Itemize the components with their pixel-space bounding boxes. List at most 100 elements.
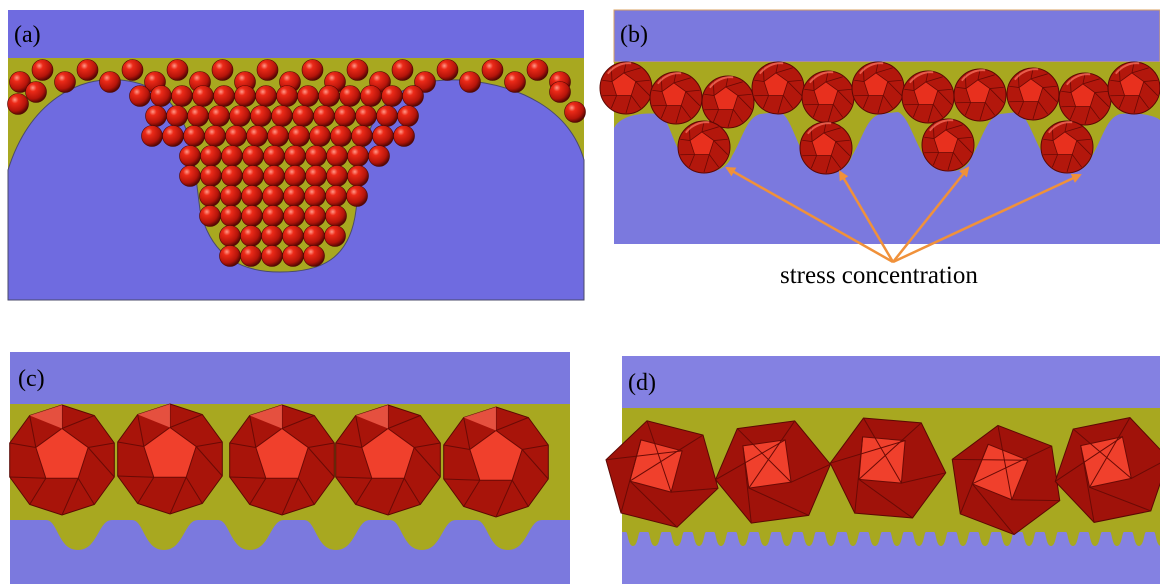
- panel-d: (d): [605, 356, 1160, 584]
- sphere-particle: [234, 85, 256, 107]
- sphere-particle: [381, 85, 403, 107]
- sphere-particle: [9, 71, 31, 93]
- sphere-particle: [301, 59, 324, 81]
- truncated-icosahedron-particle: [799, 121, 853, 175]
- truncated-icosahedron-particle: [599, 61, 653, 115]
- icosahedron-particle: [443, 406, 549, 518]
- truncated-icosahedron-particle: [901, 70, 955, 124]
- truncated-icosahedron-particle: [851, 61, 905, 115]
- sphere-particle: [368, 145, 390, 167]
- sphere-particle: [549, 81, 571, 103]
- sphere-particle: [282, 245, 304, 267]
- sphere-particle: [326, 165, 348, 187]
- sphere-particle: [526, 59, 549, 81]
- sphere-particle: [564, 101, 586, 123]
- sphere-particle: [313, 105, 335, 127]
- sphere-particle: [276, 85, 298, 107]
- sphere-particle: [481, 59, 504, 81]
- sphere-particle: [325, 185, 347, 207]
- sphere-particle: [504, 71, 526, 93]
- sphere-particle: [255, 85, 277, 107]
- sphere-particle: [179, 165, 201, 187]
- sphere-particle: [121, 59, 144, 81]
- icosahedron-particle: [9, 404, 115, 516]
- octahedron-particle: [1054, 417, 1160, 523]
- sphere-particle: [76, 59, 99, 81]
- truncated-icosahedron-particle: [953, 68, 1007, 122]
- panel-b-label: (b): [620, 22, 648, 48]
- sphere-particle: [325, 205, 347, 227]
- sphere-particle: [262, 185, 284, 207]
- panel-b: stress concentration (b): [599, 9, 1160, 289]
- sphere-particle: [187, 105, 209, 127]
- sphere-particle: [393, 125, 415, 147]
- sphere-particle: [213, 85, 235, 107]
- sphere-particle: [256, 59, 279, 81]
- stress-arrow-4: [892, 173, 1082, 264]
- sphere-particle: [318, 85, 340, 107]
- sphere-particle: [261, 245, 283, 267]
- sphere-particle: [99, 71, 121, 93]
- sphere-particle: [292, 105, 314, 127]
- sphere-particle: [376, 105, 398, 127]
- sphere-particle: [211, 59, 234, 81]
- sphere-particle: [240, 245, 262, 267]
- sphere-particle: [283, 185, 305, 207]
- sphere-particle: [166, 105, 188, 127]
- panel-a-spheres: [7, 59, 586, 267]
- sphere-particle: [192, 85, 214, 107]
- sphere-particle: [397, 105, 419, 127]
- sphere-particle: [284, 145, 306, 167]
- panel-c-particles: [9, 403, 549, 518]
- panel-a-top-substrate: [8, 10, 584, 58]
- stress-arrows: [725, 166, 1082, 264]
- panel-b-particles: [599, 61, 1160, 175]
- sphere-particle: [297, 85, 319, 107]
- sphere-particle: [330, 125, 352, 147]
- sphere-particle: [166, 59, 189, 81]
- sphere-particle: [162, 125, 184, 147]
- octahedron-particle: [605, 420, 719, 528]
- sphere-particle: [372, 125, 394, 147]
- sphere-particle: [305, 145, 327, 167]
- sphere-particle: [241, 205, 263, 227]
- panel-d-bottom-substrate: [622, 532, 1160, 584]
- sphere-particle: [402, 85, 424, 107]
- octahedron-particle: [714, 420, 832, 524]
- sphere-particle: [199, 185, 221, 207]
- sphere-particle: [199, 205, 221, 227]
- truncated-icosahedron-particle: [1107, 61, 1160, 115]
- icosahedron-particle: [117, 403, 223, 515]
- panel-a-label: (a): [14, 22, 41, 48]
- sphere-particle: [219, 245, 241, 267]
- sphere-particle: [309, 125, 331, 147]
- octahedron-particle: [951, 424, 1061, 536]
- sphere-particle: [355, 105, 377, 127]
- sphere-particle: [221, 165, 243, 187]
- octahedron-particle: [829, 417, 947, 519]
- sphere-particle: [208, 105, 230, 127]
- sphere-particle: [288, 125, 310, 147]
- panel-d-label: (d): [628, 370, 656, 396]
- sphere-particle: [242, 165, 264, 187]
- sphere-particle: [31, 59, 54, 81]
- stress-arrow-3: [892, 166, 970, 263]
- sphere-particle: [262, 205, 284, 227]
- sphere-particle: [7, 93, 29, 115]
- panel-c-bottom-substrate: [10, 520, 570, 584]
- sphere-particle: [282, 225, 304, 247]
- panel-c-label: (c): [18, 366, 45, 392]
- panel-c-top-substrate: [10, 352, 570, 404]
- stress-arrow-1: [725, 166, 894, 264]
- sphere-particle: [183, 125, 205, 147]
- sphere-particle: [141, 125, 163, 147]
- sphere-particle: [459, 71, 481, 93]
- sphere-particle: [304, 205, 326, 227]
- sphere-particle: [200, 165, 222, 187]
- sphere-particle: [129, 85, 151, 107]
- sphere-particle: [391, 59, 414, 81]
- sphere-particle: [25, 81, 47, 103]
- sphere-particle: [334, 105, 356, 127]
- sphere-particle: [229, 105, 251, 127]
- panel-c: (c): [9, 352, 570, 584]
